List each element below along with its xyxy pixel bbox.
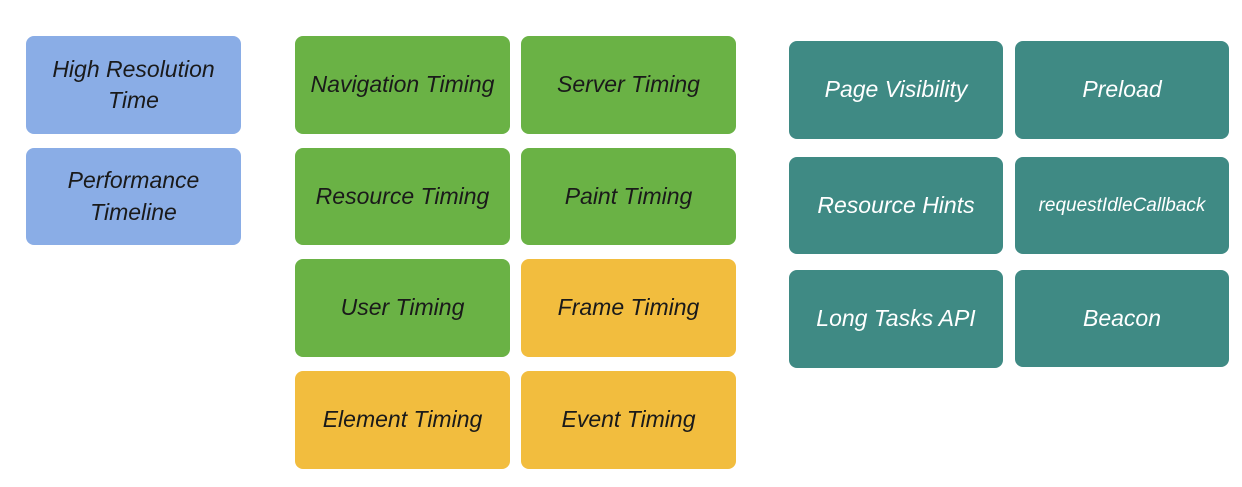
beacon-box: Beacon [1015,270,1229,367]
resource-hints-box: Resource Hints [789,157,1003,254]
preload-box: Preload [1015,41,1229,139]
long-tasks-api-box: Long Tasks API [789,270,1003,368]
resource-timing-box: Resource Timing [295,148,510,245]
server-timing-box: Server Timing [521,36,736,134]
high-resolution-time-box: High Resolution Time [26,36,241,134]
request-idle-callback-box: requestIdleCallback [1015,157,1229,254]
element-timing-box: Element Timing [295,371,510,469]
event-timing-box: Event Timing [521,371,736,469]
paint-timing-box: Paint Timing [521,148,736,245]
frame-timing-box: Frame Timing [521,259,736,357]
page-visibility-box: Page Visibility [789,41,1003,139]
user-timing-box: User Timing [295,259,510,357]
performance-timeline-box: Performance Timeline [26,148,241,245]
navigation-timing-box: Navigation Timing [295,36,510,134]
